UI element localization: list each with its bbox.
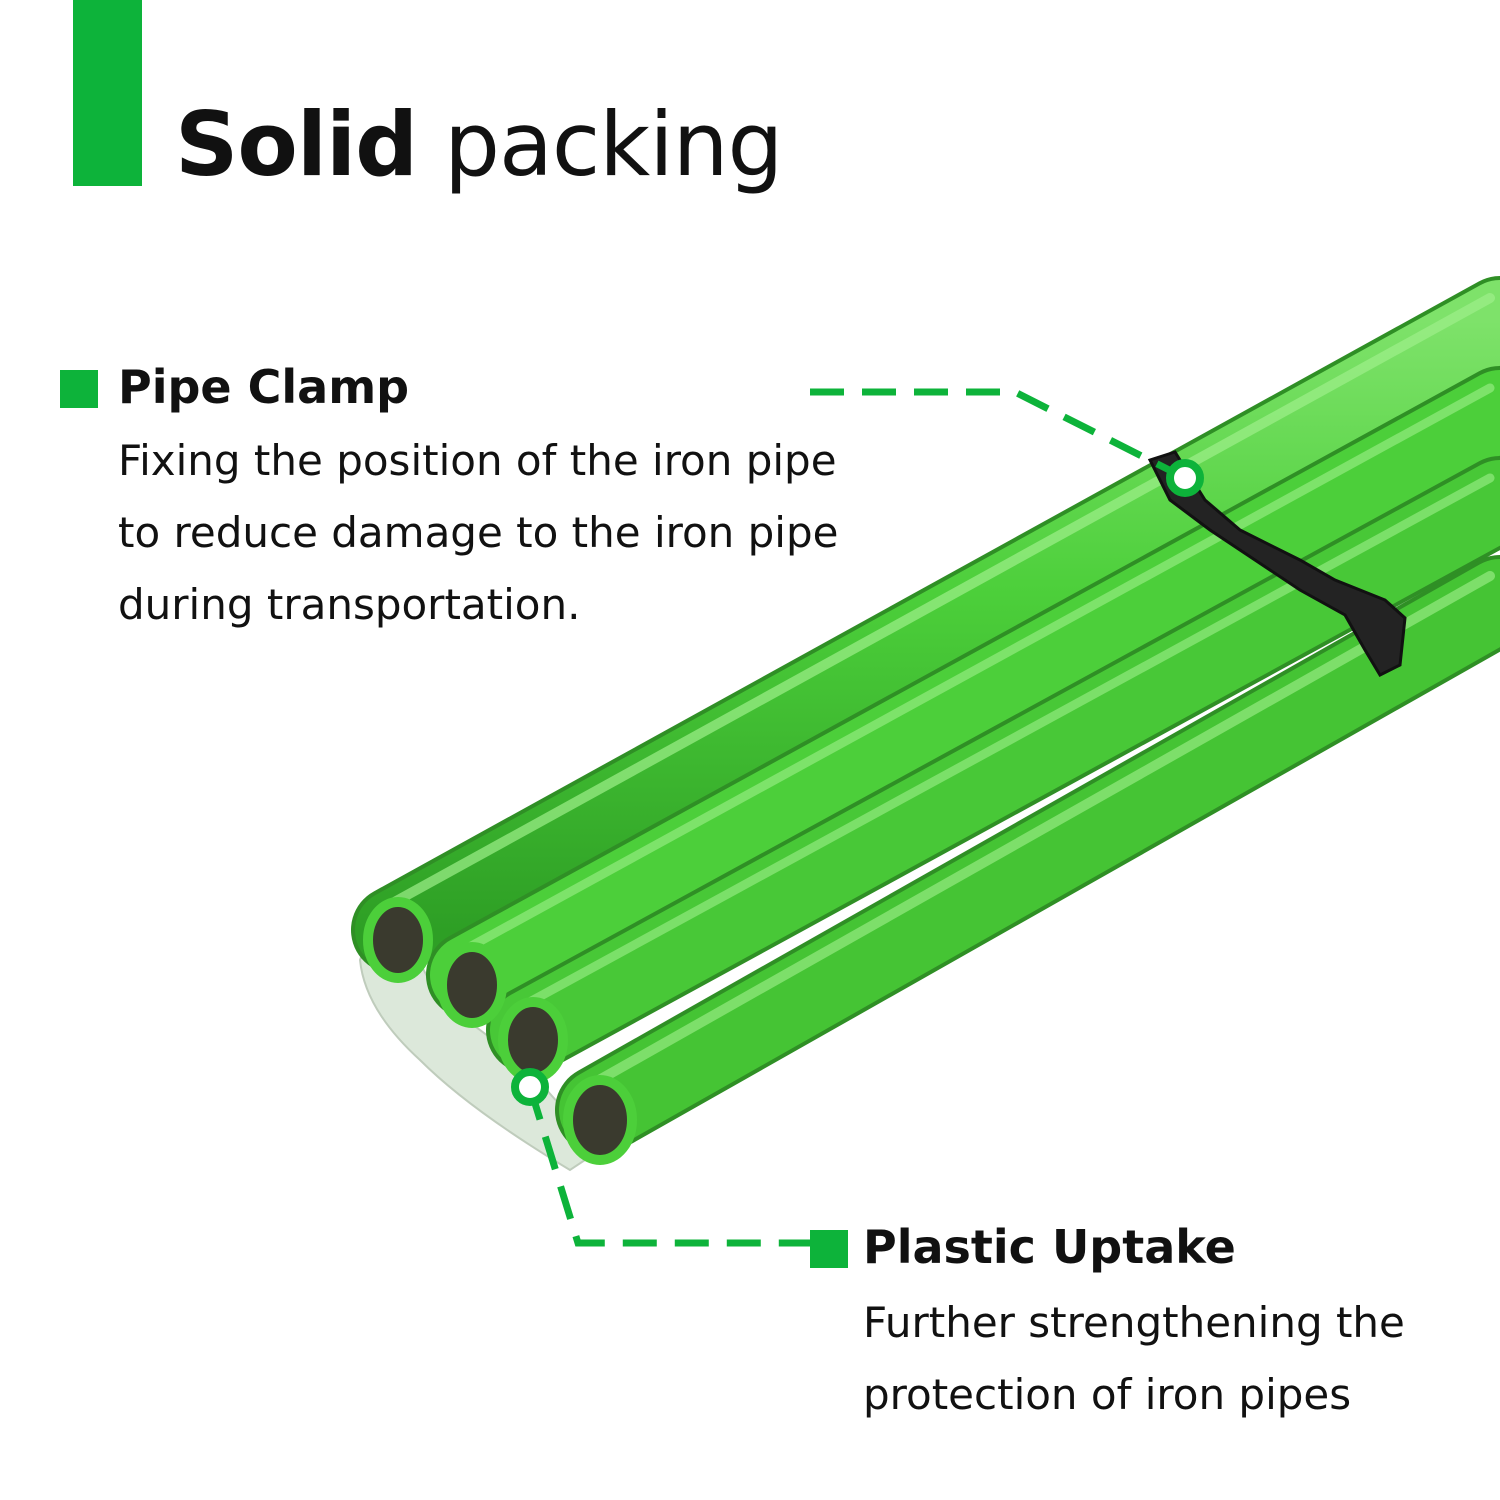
plastic-uptake-title: Plastic Uptake	[863, 1220, 1236, 1274]
pipe-clamp-marker	[1166, 459, 1204, 497]
page-title: Solid packing	[175, 92, 783, 198]
pipe-clamp-bullet	[60, 370, 98, 408]
pipe-clamp	[1147, 450, 1407, 677]
plastic-uptake-leader-line	[526, 1085, 810, 1247]
page-title-bold: Solid	[175, 93, 418, 196]
plastic-uptake-description: Further strengthening the protection of …	[863, 1298, 1405, 1419]
pipe-end-1	[363, 897, 433, 983]
pipe-end-3	[498, 997, 568, 1083]
pipe-clamp-leader-line	[810, 388, 1187, 482]
pipe-back-2	[426, 366, 1500, 1019]
header-accent-bar	[73, 0, 142, 186]
pipe-clamp-description: Fixing the position of the iron pipe to …	[118, 436, 839, 629]
plastic-uptake-marker	[511, 1068, 549, 1106]
pipe-end-2	[437, 942, 507, 1028]
plastic-uptake-bullet	[810, 1230, 848, 1268]
page-title-rest: packing	[417, 93, 783, 196]
pipe-back-4	[555, 555, 1500, 1155]
pipe-end-4	[563, 1075, 637, 1165]
pipe-clamp-title: Pipe Clamp	[118, 360, 410, 414]
pipe-back-1	[351, 276, 1500, 974]
